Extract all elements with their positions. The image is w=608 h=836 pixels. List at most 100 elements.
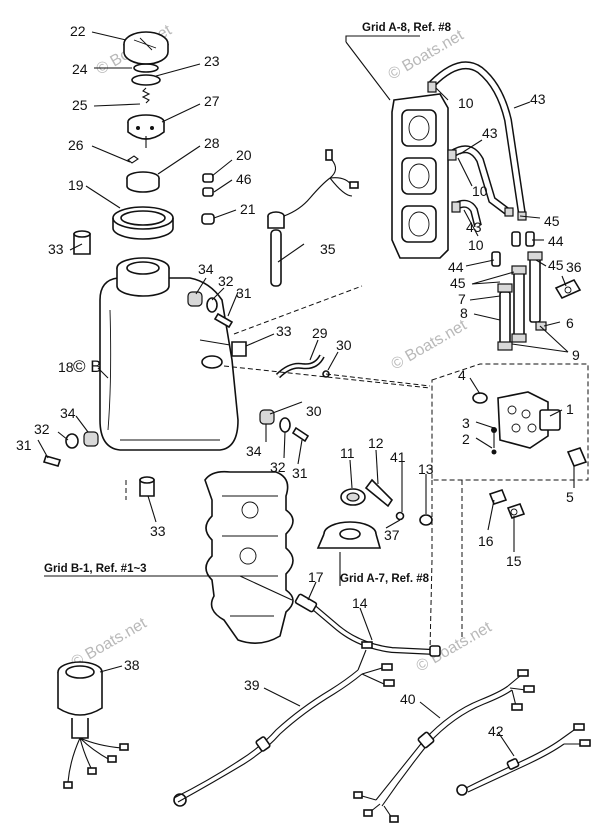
- pump-fitting-5: [566, 447, 588, 467]
- small-fittings-20-46-21: [201, 173, 215, 225]
- callout-37: 37: [384, 527, 400, 543]
- callout-5: 5: [566, 489, 574, 505]
- grid-label-top: Grid A-8, Ref. #8: [362, 22, 452, 34]
- washer-32a: [206, 297, 218, 313]
- spring: [141, 87, 151, 104]
- callout-31-left: 31: [16, 437, 32, 453]
- oil-pump: [472, 391, 561, 449]
- reference-lines: [125, 285, 463, 651]
- callout-10-a: 10: [458, 95, 474, 111]
- callout-23: 23: [204, 53, 220, 69]
- grommet-34a: [187, 291, 203, 307]
- bolt-31c: [42, 455, 62, 467]
- callout-32-left: 32: [34, 421, 50, 437]
- callout-43-b: 43: [482, 125, 498, 141]
- grommet-34c: [83, 431, 99, 447]
- callout-11: 11: [340, 445, 355, 461]
- callout-42: 42: [488, 723, 504, 739]
- leader-lines: [37, 31, 575, 757]
- callout-2: 2: [462, 431, 470, 447]
- callout-6: 6: [566, 315, 574, 331]
- callout-28: 28: [204, 135, 220, 151]
- callout-34-left: 34: [60, 405, 76, 421]
- callout-30-mid: 30: [306, 403, 322, 419]
- callout-9: 9: [572, 347, 580, 363]
- callout-13: 13: [418, 461, 434, 477]
- callout-33-mid: 33: [276, 323, 292, 339]
- watermark: © Boats.net: [414, 619, 496, 676]
- callout-4: 4: [458, 367, 466, 383]
- float-switch: [127, 155, 139, 164]
- float-cap: [127, 114, 165, 148]
- callout-44-a: 44: [548, 233, 564, 249]
- callout-16: 16: [478, 533, 494, 549]
- callout-43-c: 43: [466, 219, 482, 235]
- pump-screws: [491, 427, 497, 455]
- callout-43-a: 43: [530, 91, 546, 107]
- callout-31-mid: 31: [292, 465, 308, 481]
- callout-24: 24: [72, 61, 88, 77]
- watermark: © Boats.net: [386, 27, 468, 84]
- callout-44-b: 44: [448, 259, 464, 275]
- callout-25: 25: [72, 97, 88, 113]
- callout-20: 20: [236, 147, 252, 163]
- callout-46: 46: [236, 171, 252, 187]
- wire-harness-40: [353, 669, 535, 823]
- washer-32b: [279, 417, 291, 433]
- filler-cap: [123, 31, 169, 65]
- o-ring: [131, 63, 161, 86]
- callout-45-b: 45: [548, 257, 564, 273]
- callout-32-top: 32: [218, 273, 234, 289]
- oil-tank: [99, 257, 239, 451]
- callout-10-c: 10: [468, 237, 484, 253]
- watermark: © Boats.net: [389, 317, 471, 374]
- callout-45-a: 45: [544, 213, 560, 229]
- tank-neck-ring: [112, 206, 174, 240]
- drive-gear: [340, 478, 433, 526]
- callout-19: 19: [68, 177, 84, 193]
- callout-31-top: 31: [236, 285, 252, 301]
- callout-27: 27: [204, 93, 220, 109]
- callout-34-mid: 34: [246, 443, 262, 459]
- callout-12: 12: [368, 435, 384, 451]
- bolt-31b: [291, 426, 310, 443]
- callout-39: 39: [244, 677, 260, 693]
- check-valves: [491, 231, 535, 267]
- callout-17: 17: [308, 569, 324, 585]
- callout-33-low: 33: [150, 523, 166, 539]
- callout-8: 8: [460, 305, 468, 321]
- drive-housing: [316, 521, 382, 549]
- grommet-33b: [231, 341, 247, 357]
- callout-1: 1: [566, 401, 574, 417]
- oil-hose-29: [275, 354, 330, 379]
- wire-harness-39: [173, 641, 395, 807]
- fittings-16-15: [488, 489, 526, 519]
- warning-buzzer: [57, 661, 129, 789]
- grommet-33a: [73, 230, 91, 255]
- callout-35: 35: [320, 241, 336, 257]
- engine-block: [204, 470, 294, 644]
- grid-label-left: Grid B-1, Ref. #1~3: [44, 563, 147, 575]
- callout-45-c: 45: [450, 275, 466, 291]
- grid-label-middle: Grid A-7, Ref. #8: [340, 573, 430, 585]
- gasket-ring: [126, 171, 160, 193]
- hose-43: [429, 61, 526, 227]
- callout-14: 14: [352, 595, 368, 611]
- callout-7: 7: [458, 291, 466, 307]
- callout-3: 3: [462, 415, 470, 431]
- callout-36: 36: [566, 259, 582, 275]
- callout-22: 22: [70, 23, 86, 39]
- callout-38: 38: [124, 657, 140, 673]
- callout-26: 26: [68, 137, 84, 153]
- hose-bracket-36: [554, 278, 582, 300]
- bolt-31a: [213, 312, 234, 329]
- callout-21: 21: [240, 201, 256, 217]
- callout-18: 18: [58, 359, 74, 375]
- callout-41: 41: [390, 449, 406, 465]
- pump-dash-box: [431, 363, 589, 481]
- washer-32c: [65, 433, 79, 449]
- callout-15: 15: [506, 553, 522, 569]
- callout-40: 40: [400, 691, 416, 707]
- callout-32-mid: 32: [270, 459, 286, 475]
